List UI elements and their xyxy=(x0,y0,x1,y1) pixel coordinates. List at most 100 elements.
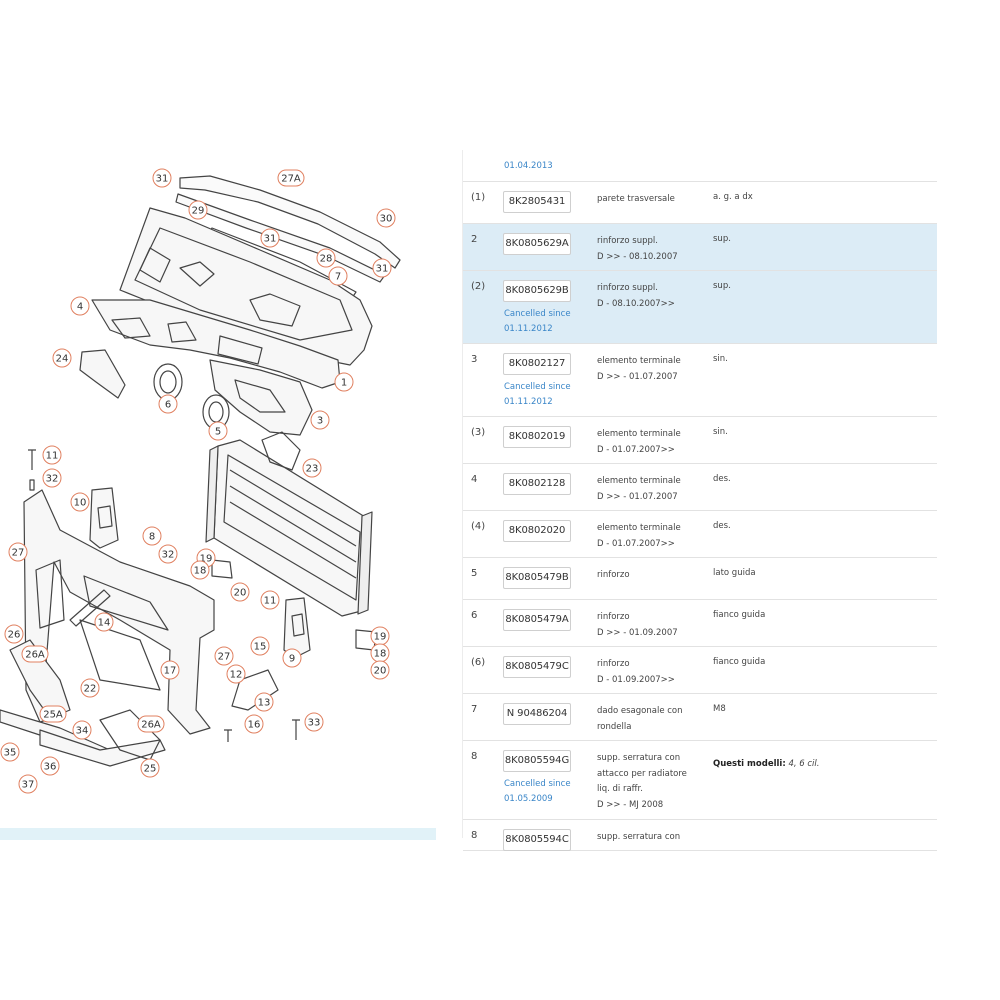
description-line: D - 08.10.2007>> xyxy=(597,298,675,309)
callout-22: 22 xyxy=(80,678,100,698)
description-line: parete trasversale xyxy=(597,194,675,204)
part-note: lato guida xyxy=(713,568,756,578)
part-number-field[interactable]: 8K0802128 xyxy=(503,473,571,495)
description-line: D >> - 01.07.2007 xyxy=(597,371,678,382)
part-description: parete trasversale xyxy=(597,192,697,208)
callout-20-b: 20 xyxy=(370,660,390,680)
svg-text:22: 22 xyxy=(84,684,97,695)
diagram-callouts: 31 27A 29 31 30 28 7 31 4 1 24 6 5 3 11 … xyxy=(0,168,396,794)
callout-18-b: 18 xyxy=(370,643,390,663)
description-line: rinforzo xyxy=(597,612,630,622)
svg-text:12: 12 xyxy=(230,670,243,681)
callout-6: 6 xyxy=(158,394,178,414)
callout-11-a: 11 xyxy=(42,445,62,465)
part-note: a. g. a dx xyxy=(713,192,753,202)
models-label: Questi modelli: xyxy=(713,759,786,769)
position-number: 7 xyxy=(471,704,478,715)
callout-3: 3 xyxy=(310,410,330,430)
part-number-field[interactable]: 8K0802019 xyxy=(503,426,571,448)
svg-text:24: 24 xyxy=(56,354,69,365)
part-number-field[interactable]: 8K0805594G xyxy=(503,750,571,772)
description-line: elemento terminale xyxy=(597,429,681,439)
callout-27-a: 27 xyxy=(8,542,28,562)
part-description: rinforzo D >> - 01.09.2007 xyxy=(597,610,697,641)
callout-7: 7 xyxy=(328,266,348,286)
callout-15: 15 xyxy=(250,636,270,656)
callout-35: 35 xyxy=(0,742,20,762)
position-number: 3 xyxy=(471,354,478,365)
svg-text:30: 30 xyxy=(380,214,393,225)
svg-text:25A: 25A xyxy=(43,710,63,721)
cancelled-notice-line: Cancelled since xyxy=(504,779,571,789)
svg-text:18: 18 xyxy=(194,566,207,577)
diagram-line-art xyxy=(0,175,401,767)
part-number-field[interactable]: 8K0805629A xyxy=(503,233,571,255)
svg-text:31: 31 xyxy=(156,174,169,185)
description-line: rinforzo xyxy=(597,570,630,580)
part-number-field[interactable]: 8K0805629B xyxy=(503,280,571,302)
description-line: dado esagonale con xyxy=(597,706,683,716)
description-line: rinforzo xyxy=(597,659,630,669)
part-description: supp. serratura con xyxy=(597,830,697,846)
part-note: M8 xyxy=(713,704,726,714)
callout-13: 13 xyxy=(254,692,274,712)
description-line: liq. di raffr. xyxy=(597,784,643,794)
description-line: D >> - 08.10.2007 xyxy=(597,251,678,262)
part-number-field[interactable]: 8K0802020 xyxy=(503,520,571,542)
description-line: elemento terminale xyxy=(597,476,681,486)
description-line: attacco per radiatore xyxy=(597,768,687,779)
description-line: elemento terminale xyxy=(597,523,681,533)
part-note: des. xyxy=(713,521,731,531)
position-number: (6) xyxy=(471,657,486,668)
part-number-field[interactable]: 8K0805594C xyxy=(503,829,571,851)
svg-text:5: 5 xyxy=(215,427,221,438)
part-number-field[interactable]: 8K0805479A xyxy=(503,609,571,631)
table-row[interactable]: 8 8K0805594C supp. serratura con xyxy=(463,820,937,851)
callout-31-c: 31 xyxy=(372,258,392,278)
part-note: sup. xyxy=(713,234,731,244)
callout-30: 30 xyxy=(376,208,396,228)
part-description: rinforzo xyxy=(597,568,697,584)
description-line: rondella xyxy=(597,721,632,732)
callout-8: 8 xyxy=(142,526,162,546)
description-line: D >> - 01.09.2007 xyxy=(597,627,678,638)
part-number-field[interactable]: 8K0802127 xyxy=(503,353,571,375)
callout-31-b: 31 xyxy=(260,228,280,248)
part-number-field[interactable]: 8K2805431 xyxy=(503,191,571,213)
position-number: 8 xyxy=(471,830,478,841)
part-note: sup. xyxy=(713,281,731,291)
part-number-field[interactable]: 8K0805479C xyxy=(503,656,571,678)
svg-text:1: 1 xyxy=(341,378,347,389)
table-row[interactable]: 7 N 90486204 dado esagonale con rondella M8 xyxy=(463,694,937,741)
part-description: rinforzo suppl.D - 08.10.2007>> xyxy=(597,281,697,312)
callout-27a: 27A xyxy=(277,169,305,187)
diagram-footer-bar xyxy=(0,828,436,840)
part-number-field[interactable]: N 90486204 xyxy=(503,703,571,725)
part-number-field[interactable]: 8K0805479B xyxy=(503,567,571,589)
callout-4: 4 xyxy=(70,296,90,316)
callout-20-a: 20 xyxy=(230,582,250,602)
part-note: des. xyxy=(713,474,731,484)
svg-text:35: 35 xyxy=(4,748,17,759)
svg-text:3: 3 xyxy=(317,416,323,427)
callout-10: 10 xyxy=(70,492,90,512)
callout-11-b: 11 xyxy=(260,590,280,610)
